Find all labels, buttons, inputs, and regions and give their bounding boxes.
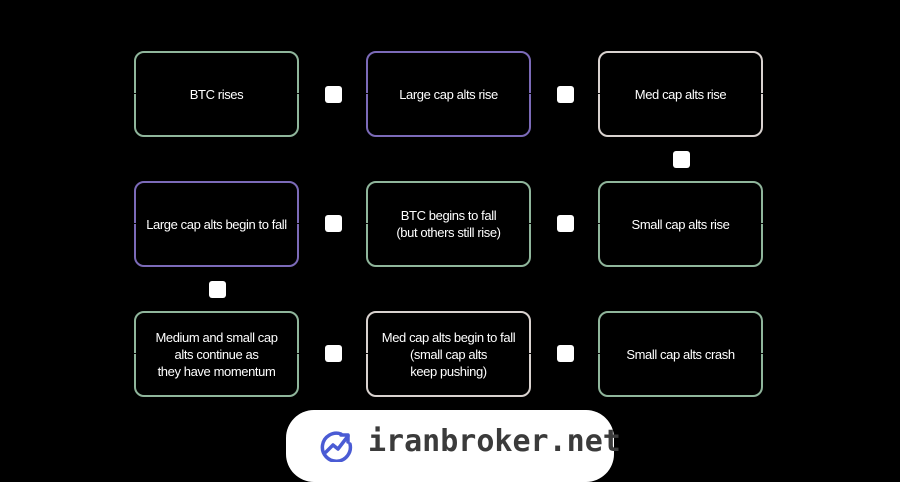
brand-name: iranbroker.net [368, 424, 621, 459]
step-small-cap-crash: Small cap alts crash [598, 311, 763, 397]
trend-arrow-logo-icon [320, 431, 353, 462]
step-medium-small-momentum: Medium and small cap alts continue as th… [134, 311, 299, 397]
connector-4-5 [557, 215, 574, 232]
step-large-cap-rise: Large cap alts rise [366, 51, 531, 137]
step-med-cap-rise: Med cap alts rise [598, 51, 763, 137]
connector-3-4 [673, 151, 690, 168]
connector-2-3 [557, 86, 574, 103]
brand-badge[interactable]: iranbroker.net [286, 410, 621, 482]
step-small-cap-rise: Small cap alts rise [598, 181, 763, 267]
connector-1-2 [325, 86, 342, 103]
connector-8-9 [557, 345, 574, 362]
step-btc-rises: BTC rises [134, 51, 299, 137]
connector-6-7 [209, 281, 226, 298]
step-large-cap-fall: Large cap alts begin to fall [134, 181, 299, 267]
step-med-cap-fall: Med cap alts begin to fall (small cap al… [366, 311, 531, 397]
flow-diagram: BTC rises Large cap alts rise Med cap al… [134, 51, 763, 397]
connector-7-8 [325, 345, 342, 362]
connector-5-6 [325, 215, 342, 232]
step-btc-begins-fall: BTC begins to fall (but others still ris… [366, 181, 531, 267]
